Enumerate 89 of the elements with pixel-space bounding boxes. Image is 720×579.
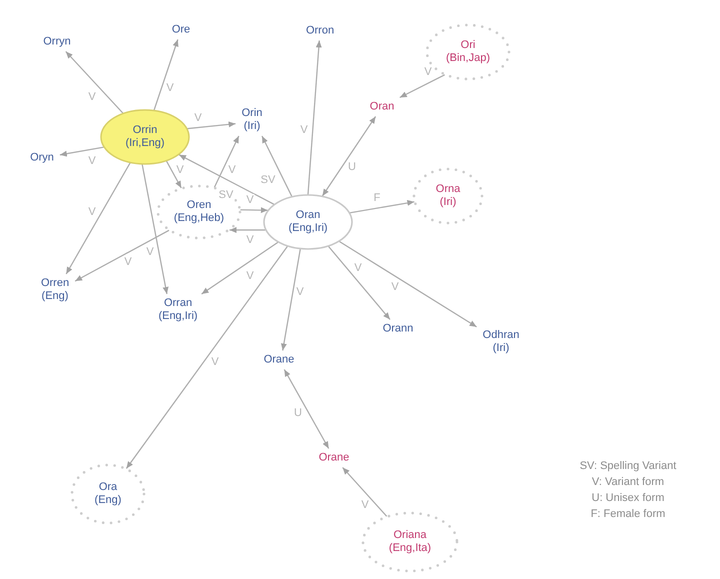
arrow	[74, 230, 170, 282]
edge-label: V	[245, 194, 255, 206]
arrow	[65, 51, 124, 114]
arrow	[342, 467, 388, 517]
name-label: Ora	[98, 481, 118, 494]
name-label: Orane	[318, 452, 350, 464]
origin-label: (Iri)	[492, 342, 510, 355]
name-label: Orane	[264, 354, 294, 366]
arrow	[240, 207, 268, 214]
origin-label: (Iri)	[440, 196, 456, 209]
name-label: Orran	[164, 297, 192, 310]
legend-text: SV: Spelling Variant	[580, 459, 676, 474]
edge-label: V	[390, 281, 400, 293]
edge-label: V	[210, 356, 220, 368]
arrow	[166, 160, 182, 188]
name-label: Oran	[296, 209, 320, 222]
edge-label: V	[175, 164, 185, 176]
edge-label: V	[87, 91, 97, 103]
edge-label: V	[360, 499, 370, 511]
arrow	[261, 136, 292, 197]
edge-label: V	[145, 246, 155, 258]
arrow	[201, 242, 278, 294]
edge-label: V	[123, 256, 133, 268]
name-label: Orann	[382, 322, 414, 336]
arrow	[339, 241, 477, 328]
edge-label: SV	[260, 174, 276, 186]
arrow	[214, 136, 240, 188]
origin-label: (Iri,Eng)	[125, 137, 165, 150]
dotted-ellipse	[71, 464, 145, 524]
arrow	[154, 39, 178, 110]
edge-label: V	[353, 262, 363, 274]
arrow	[187, 121, 236, 130]
origin-label: (Eng,Ita)	[388, 542, 432, 555]
edge-label: V	[423, 66, 433, 78]
edge-label: V	[295, 286, 305, 298]
arrow	[60, 146, 104, 157]
name-label: Orin	[242, 107, 262, 120]
name-label: Odhran	[482, 329, 520, 342]
double-arrow	[322, 116, 376, 196]
name-label: Oriana	[393, 529, 427, 542]
arrow	[178, 154, 274, 205]
name-label: Ori	[460, 39, 476, 52]
edge-label: V	[87, 206, 97, 218]
dotted-ellipse	[426, 24, 510, 80]
edge-label: U	[347, 161, 357, 173]
name-label: Oryn	[30, 152, 54, 164]
name-label: Orrin	[132, 124, 158, 137]
legend-text: U: Unisex form	[592, 491, 664, 506]
edge-label: V	[165, 82, 175, 94]
edge-label: F	[372, 192, 382, 204]
dotted-ellipse	[362, 512, 458, 572]
arrow	[126, 246, 288, 469]
edge-label: V	[245, 234, 255, 246]
edge-label: SV	[218, 189, 234, 201]
legend-text: V: Variant form	[592, 475, 664, 490]
origin-label: (Eng,Iri)	[158, 310, 198, 323]
name-label: Orryn	[43, 36, 71, 48]
name-label: Orren	[40, 277, 70, 290]
name-label: Orron	[306, 24, 334, 38]
origin-label: (Eng)	[94, 494, 122, 507]
origin-label: (Eng)	[42, 290, 68, 303]
dotted-ellipse	[413, 168, 483, 224]
legend-text: F: Female form	[590, 507, 666, 522]
name-label: Orna	[436, 183, 460, 196]
edge-label: V	[299, 124, 309, 136]
arrow	[350, 200, 414, 214]
edge-label: V	[87, 155, 97, 167]
arrow	[400, 74, 445, 98]
arrow	[142, 164, 169, 294]
edge-label: V	[193, 112, 203, 124]
arrow	[328, 246, 390, 320]
dotted-ellipse	[157, 185, 241, 239]
origin-label: (Eng,Iri)	[288, 222, 328, 235]
ellipse-node	[263, 194, 353, 250]
arrow	[280, 249, 301, 351]
double-arrow	[284, 369, 330, 449]
origin-label: (Iri)	[244, 120, 260, 133]
arrow	[307, 40, 322, 195]
origin-label: (Bin,Jap)	[446, 52, 490, 65]
arrow	[66, 162, 131, 274]
name-label: Ore	[172, 24, 190, 36]
name-label: Oren	[186, 199, 212, 212]
edge-label: U	[293, 407, 303, 419]
arrow	[230, 227, 266, 233]
edge-label: V	[245, 270, 255, 282]
name-label: Oran	[370, 100, 394, 114]
highlighted-ellipse	[100, 109, 190, 165]
edge-label: V	[227, 164, 237, 176]
origin-label: (Eng,Heb)	[174, 212, 224, 225]
